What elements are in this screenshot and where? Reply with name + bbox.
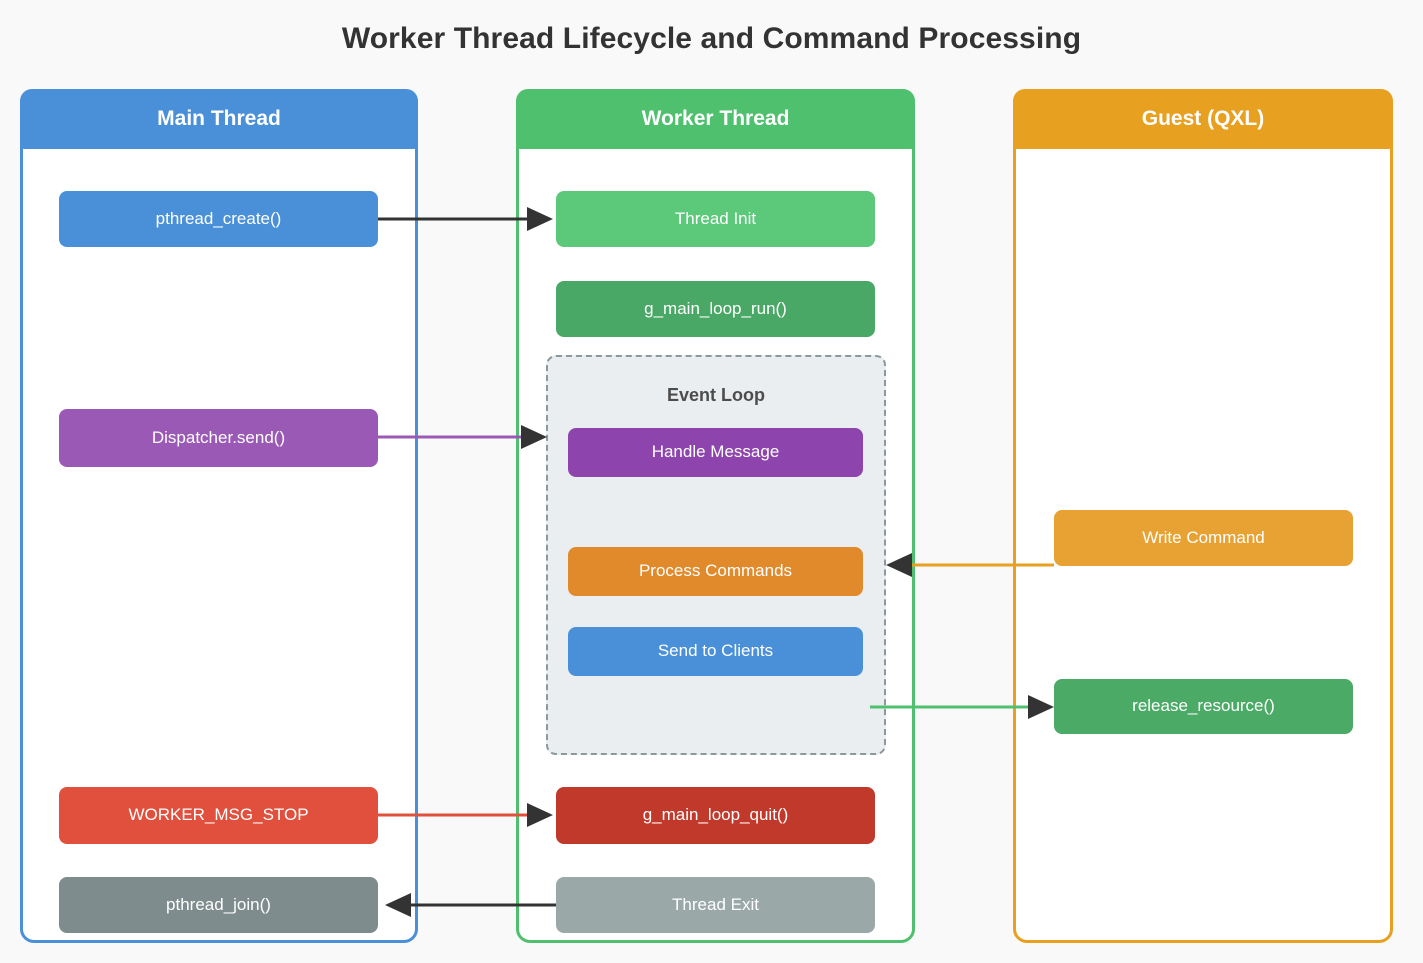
lane-header-worker-thread: Worker Thread bbox=[516, 89, 915, 149]
node-label-pthread-join: pthread_join() bbox=[166, 894, 271, 914]
node-label-dispatcher-send: Dispatcher.send() bbox=[151, 427, 286, 447]
node-label-send-to-clients: Send to Clients bbox=[657, 641, 774, 661]
page-title: Worker Thread Lifecycle and Command Proc… bbox=[341, 22, 1082, 55]
lane-header-main-thread: Main Thread bbox=[20, 89, 418, 149]
node-dispatcher-send[interactable]: Dispatcher.send() bbox=[59, 409, 378, 467]
node-handle-message[interactable]: Handle Message bbox=[568, 428, 863, 477]
node-process-commands[interactable]: Process Commands bbox=[568, 547, 863, 596]
lane-title-worker-thread: Worker Thread bbox=[641, 107, 790, 130]
node-g-main-loop-run[interactable]: g_main_loop_run() bbox=[556, 281, 875, 337]
node-worker-msg-stop[interactable]: WORKER_MSG_STOP bbox=[59, 787, 378, 844]
node-label-process-commands: Process Commands bbox=[638, 561, 793, 581]
node-g-main-loop-quit[interactable]: g_main_loop_quit() bbox=[556, 787, 875, 844]
node-label-pthread-create: pthread_create() bbox=[155, 208, 282, 228]
node-label-handle-message: Handle Message bbox=[651, 442, 780, 462]
node-label-worker-msg-stop: WORKER_MSG_STOP bbox=[128, 805, 309, 825]
node-label-write-command: Write Command bbox=[1142, 527, 1265, 547]
lane-title-guest-qxl: Guest (QXL) bbox=[1141, 107, 1265, 130]
node-thread-exit[interactable]: Thread Exit bbox=[556, 877, 875, 933]
subgroup-title-event-loop: Event Loop bbox=[667, 385, 765, 405]
node-send-to-clients[interactable]: Send to Clients bbox=[568, 627, 863, 676]
lane-header-guest-qxl: Guest (QXL) bbox=[1013, 89, 1393, 149]
node-thread-init[interactable]: Thread Init bbox=[556, 191, 875, 247]
node-label-release-resource: release_resource() bbox=[1132, 696, 1275, 716]
lane-title-main-thread: Main Thread bbox=[157, 107, 281, 130]
node-write-command[interactable]: Write Command bbox=[1054, 510, 1353, 566]
node-pthread-create[interactable]: pthread_create() bbox=[59, 191, 378, 247]
node-label-thread-init: Thread Init bbox=[674, 208, 757, 228]
node-label-g-main-loop-quit: g_main_loop_quit() bbox=[642, 805, 789, 825]
node-pthread-join[interactable]: pthread_join() bbox=[59, 877, 378, 933]
node-label-g-main-loop-run: g_main_loop_run() bbox=[644, 298, 787, 318]
node-label-thread-exit: Thread Exit bbox=[672, 894, 759, 914]
node-release-resource[interactable]: release_resource() bbox=[1054, 679, 1353, 734]
